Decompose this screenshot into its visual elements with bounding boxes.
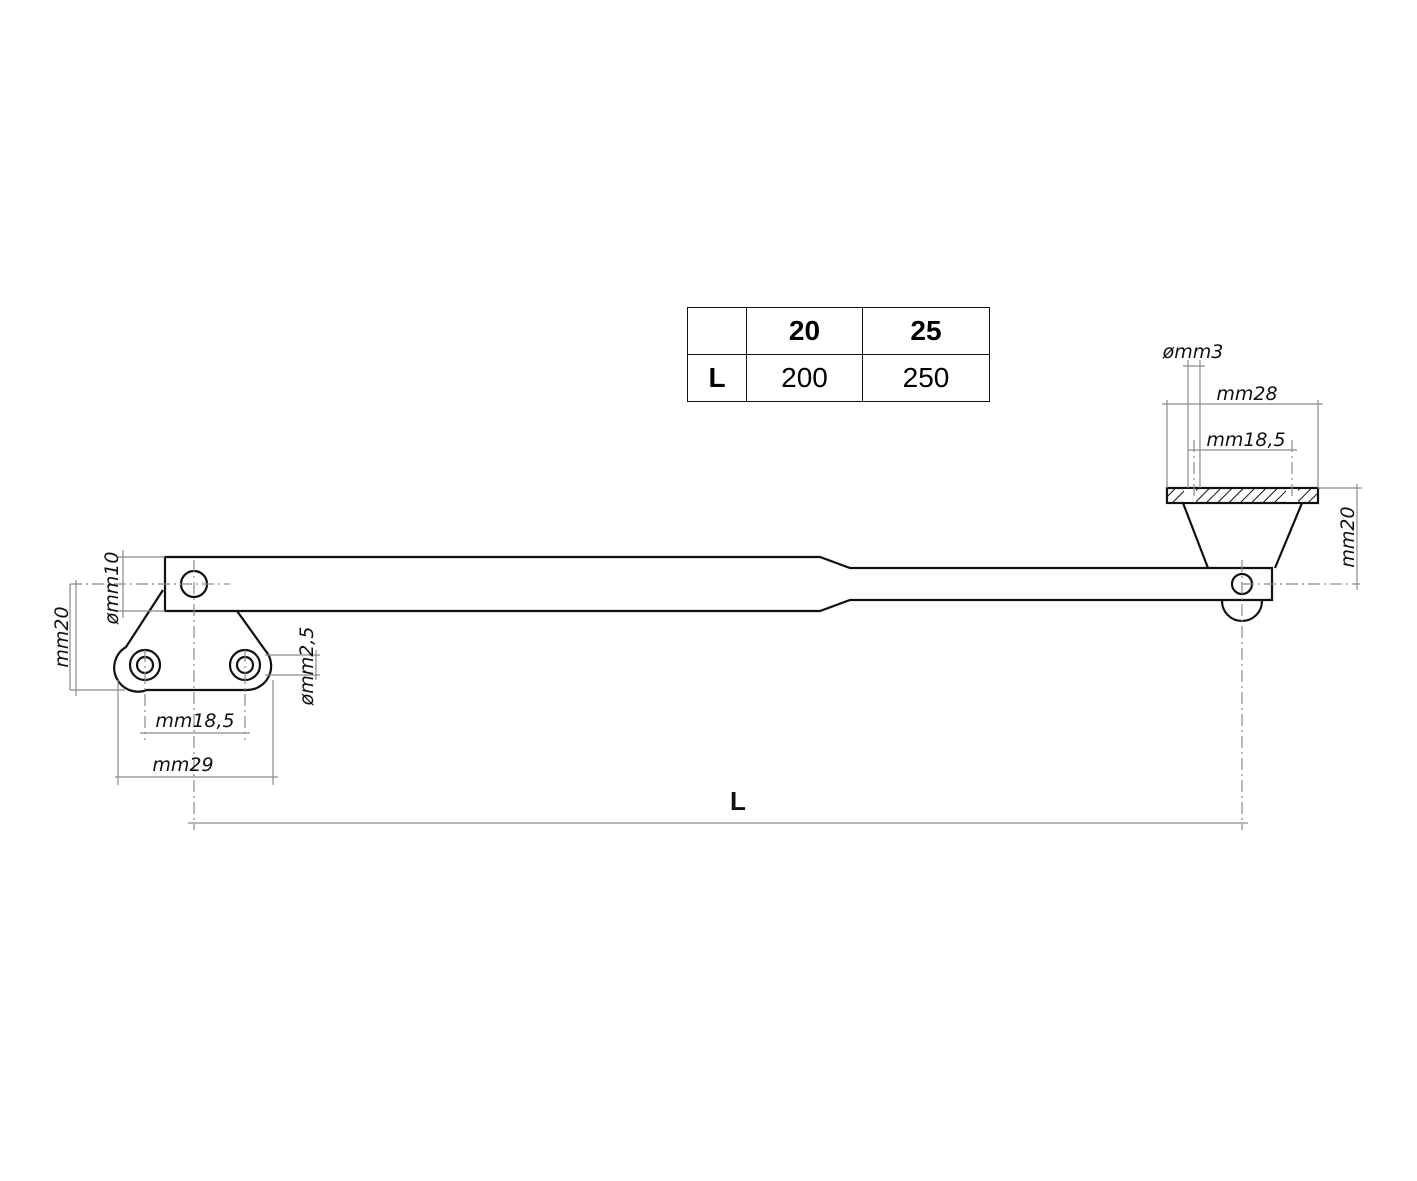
plate-hole (1184, 489, 1196, 502)
table-cell: L (687, 354, 747, 402)
plate-hole-spacing-label: mm18,5 (1206, 429, 1285, 451)
bracket-hole-diameter-label: ømm2,5 (296, 627, 318, 707)
left-hole-diameter-label: ømm10 (101, 552, 123, 626)
left-bracket (113, 589, 273, 693)
table-cell (687, 307, 747, 355)
bracket-height-label: mm20 (51, 606, 73, 667)
plate-height-label: mm20 (1337, 506, 1359, 567)
table-cell: 200 (746, 354, 863, 402)
length-label: L (730, 786, 746, 816)
arm (163, 555, 1274, 613)
plate-hole-diameter-label: ømm3 (1162, 341, 1224, 363)
plate-width-label: mm28 (1216, 383, 1277, 405)
table-cell: 250 (862, 354, 990, 402)
table-row: L 200 250 (687, 354, 990, 402)
mounting-plate (1165, 486, 1320, 505)
bracket-hole-spacing-label: mm18,5 (155, 710, 234, 732)
size-table: 20 25 L 200 250 (687, 307, 990, 402)
right-bracket (1181, 502, 1304, 569)
bracket-width-label: mm29 (152, 754, 213, 776)
dimension-lines (69, 360, 1362, 824)
center-line (70, 440, 1360, 830)
